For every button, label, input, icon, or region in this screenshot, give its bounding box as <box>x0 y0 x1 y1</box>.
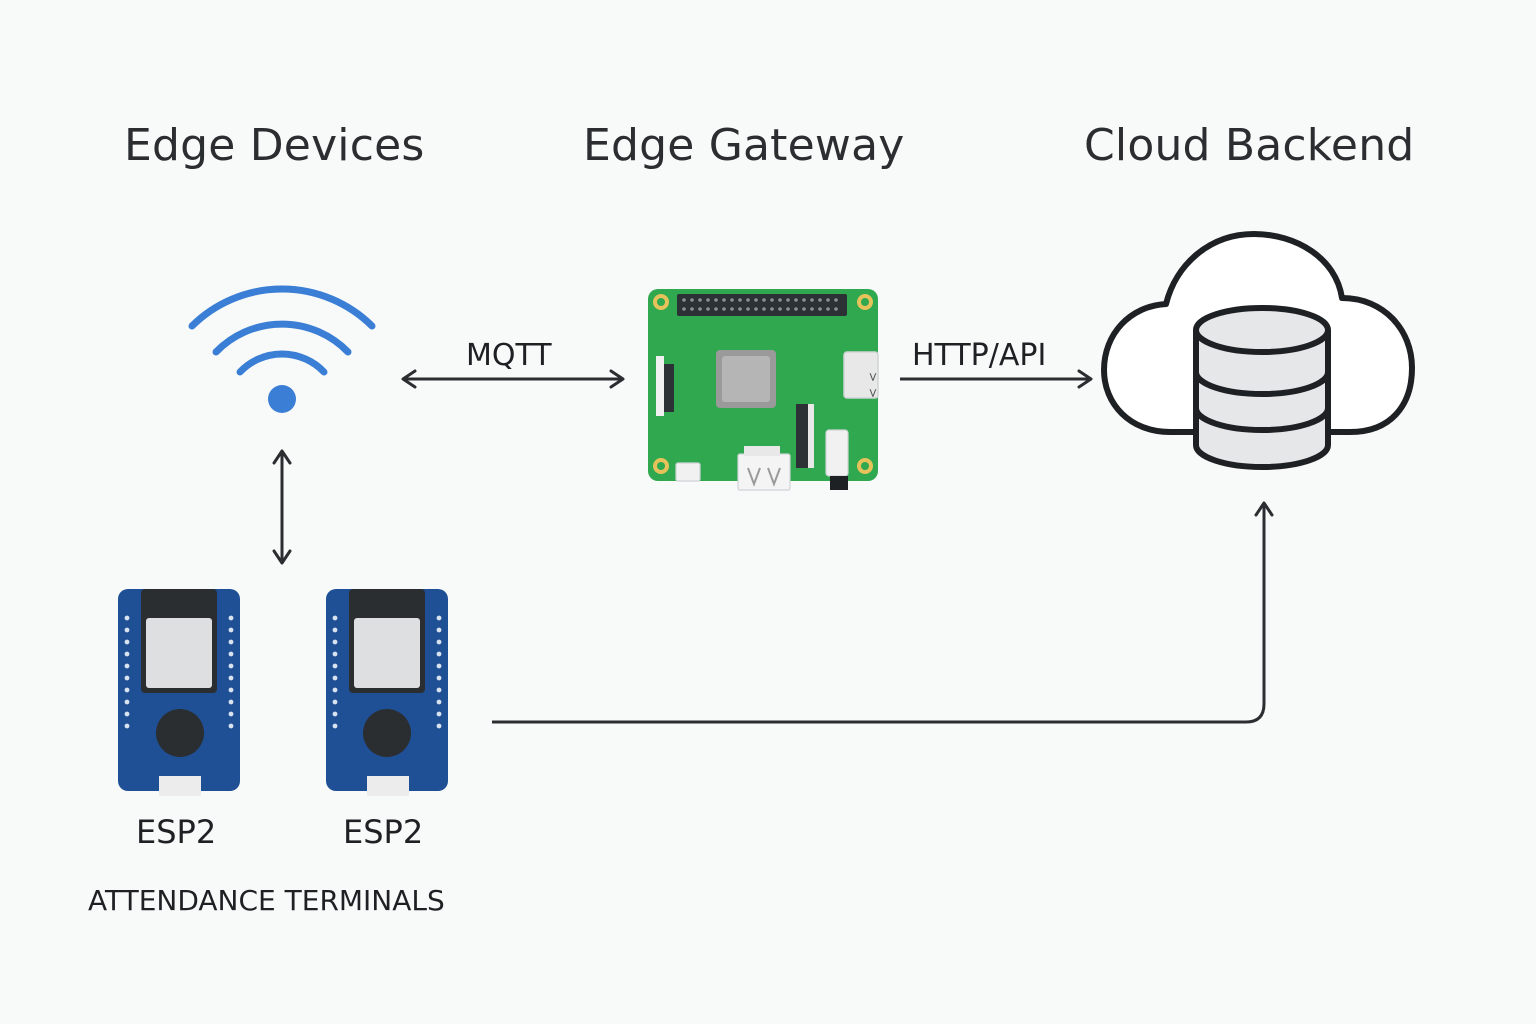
cloud-database-icon <box>1101 231 1415 470</box>
attendance-terminals-label: ATTENDANCE TERMINALS <box>88 884 445 917</box>
esp-board-icon <box>326 589 448 796</box>
heading-edge-devices: Edge Devices <box>124 120 425 171</box>
device-label: ESP2 <box>343 813 424 851</box>
mqtt-label: MQTT <box>466 338 552 373</box>
device-label: ESP2 <box>136 813 217 851</box>
heading-edge-gateway: Edge Gateway <box>583 120 905 171</box>
wifi-icon <box>188 285 376 413</box>
svg-text:>: > <box>866 388 880 398</box>
devices-cloud-arrow <box>492 501 1274 724</box>
raspberry-pi-board-icon: > > <box>648 289 880 491</box>
svg-text:>: > <box>866 372 880 382</box>
http-api-label: HTTP/API <box>912 338 1047 373</box>
heading-cloud-backend: Cloud Backend <box>1084 120 1415 171</box>
esp-board-icon <box>118 589 240 796</box>
